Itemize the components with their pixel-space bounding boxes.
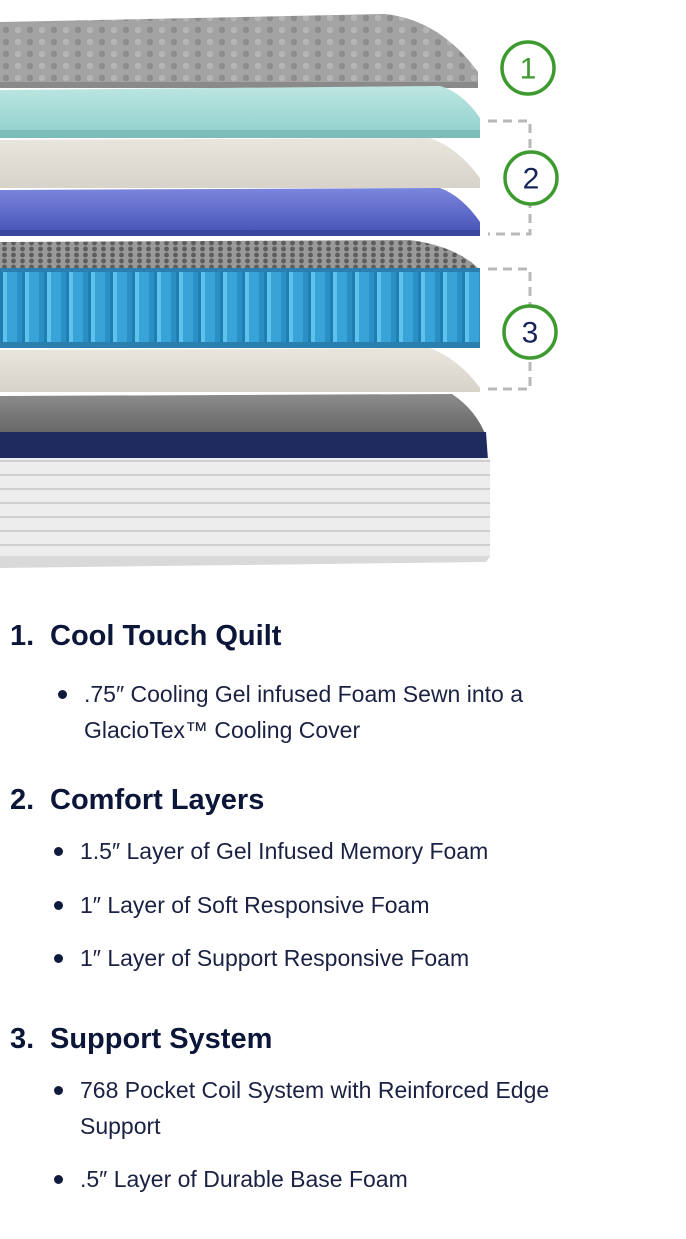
- bullet-icon: [54, 847, 63, 856]
- section-heading: 1. Cool Touch Quilt: [10, 620, 281, 653]
- section-heading: 3. Support System: [10, 1023, 272, 1056]
- quilt-layer: [0, 14, 478, 88]
- cooling-gel-layer: [0, 86, 480, 138]
- memory-foam-layer: [0, 138, 480, 188]
- section-number: 1.: [10, 620, 35, 652]
- badge-3-label: 3: [522, 317, 539, 350]
- section-number: 2.: [10, 784, 35, 816]
- bullet-icon: [58, 690, 67, 699]
- list-item-text: 768 Pocket Coil System with Reinforced E…: [80, 1077, 550, 1139]
- section-title: Comfort Layers: [50, 784, 265, 816]
- section-title: Cool Touch Quilt: [50, 620, 282, 652]
- pocket-coil-layer: [0, 240, 480, 348]
- list-item-text: .75″ Cooling Gel infused Foam Sewn into …: [84, 681, 523, 743]
- list-item: 1″ Layer of Soft Responsive Foam: [54, 887, 640, 923]
- bullet-icon: [54, 901, 63, 910]
- list-item: 1.5″ Layer of Gel Infused Memory Foam: [54, 833, 640, 869]
- section-number: 3.: [10, 1023, 35, 1055]
- list-item-text: 1″ Layer of Soft Responsive Foam: [80, 892, 430, 918]
- bullet-icon: [54, 1086, 63, 1095]
- bullet-icon: [54, 954, 63, 963]
- badge-2: 2: [503, 150, 559, 206]
- badge-1: 1: [500, 40, 556, 96]
- list-item: 768 Pocket Coil System with Reinforced E…: [54, 1072, 620, 1144]
- list-item-text: 1.5″ Layer of Gel Infused Memory Foam: [80, 838, 489, 864]
- bullet-icon: [54, 1175, 63, 1184]
- mattress-layer-diagram: 1 2 3: [0, 14, 559, 568]
- section-heading: 2. Comfort Layers: [10, 784, 264, 817]
- section-title: Support System: [50, 1023, 273, 1055]
- section-items: .75″ Cooling Gel infused Foam Sewn into …: [58, 676, 644, 748]
- section-items: 1.5″ Layer of Gel Infused Memory Foam 1″…: [54, 833, 640, 976]
- section-items: 768 Pocket Coil System with Reinforced E…: [54, 1072, 640, 1197]
- list-item-text: .5″ Layer of Durable Base Foam: [80, 1166, 408, 1192]
- soft-responsive-layer: [0, 188, 480, 236]
- mattress-base: [0, 394, 490, 568]
- list-item-text: 1″ Layer of Support Responsive Foam: [80, 945, 470, 971]
- bracket-group-3: [488, 267, 532, 391]
- list-item: .5″ Layer of Durable Base Foam: [54, 1161, 640, 1197]
- base-foam-layer: [0, 348, 480, 392]
- list-item: 1″ Layer of Support Responsive Foam: [54, 940, 640, 976]
- badge-3: 3: [502, 304, 558, 360]
- badge-1-label: 1: [520, 53, 537, 86]
- badge-2-label: 2: [523, 163, 540, 196]
- list-item: .75″ Cooling Gel infused Foam Sewn into …: [58, 676, 644, 748]
